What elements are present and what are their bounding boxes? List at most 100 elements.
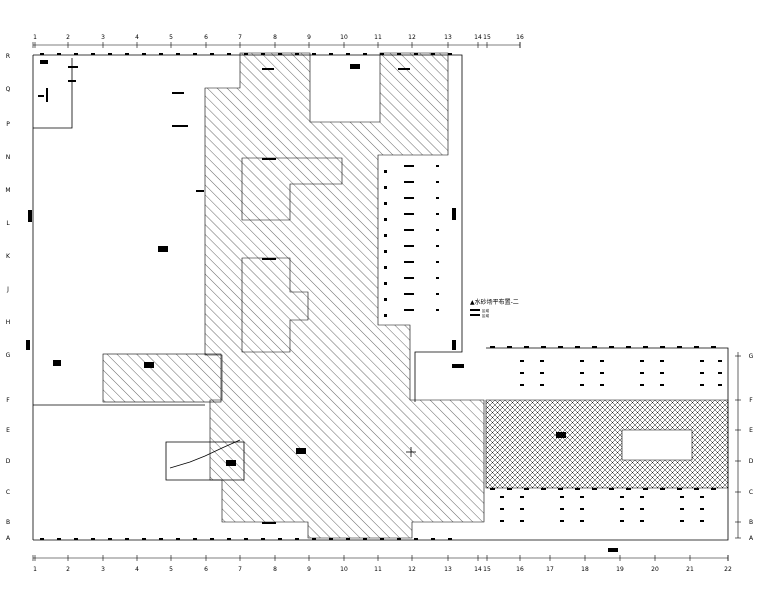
- column-marker: [541, 488, 546, 490]
- grid-column-label: 15: [483, 34, 491, 41]
- column-marker: [580, 384, 584, 386]
- legend: ▲水砂场平布置-二 区域 区域: [470, 298, 519, 318]
- column-mark: [295, 53, 299, 55]
- column-marker: [700, 360, 704, 362]
- column-mark: [384, 234, 387, 237]
- grid-column-label: 1: [33, 34, 37, 41]
- column-mark: [244, 538, 248, 540]
- grid-column-label: 2: [66, 34, 70, 41]
- column-mark: [404, 277, 414, 279]
- column-mark: [431, 538, 435, 540]
- grid-row-label: J: [6, 286, 9, 293]
- grid-column-label: 17: [546, 566, 554, 573]
- grid-column-label: 3: [101, 566, 105, 573]
- column-marker: [609, 488, 614, 490]
- hatched-strip-left: [102, 353, 222, 403]
- column-mark: [414, 53, 418, 55]
- column-mark: [384, 170, 387, 173]
- column-marker: [540, 384, 544, 386]
- column-mark: [436, 261, 439, 263]
- column-marker: [640, 496, 644, 498]
- column-marker: [575, 488, 580, 490]
- column-marker: [524, 488, 529, 490]
- grid-row-label: A: [6, 535, 11, 542]
- annotation-marks: [26, 60, 618, 552]
- column-marker: [680, 496, 684, 498]
- grid-column-label: 1: [33, 566, 37, 573]
- column-mark: [404, 261, 414, 263]
- column-mark: [278, 538, 282, 540]
- column-marker: [694, 346, 699, 348]
- column-mark: [142, 538, 146, 540]
- grid-column-label: 22: [724, 566, 732, 573]
- column-mark: [404, 181, 414, 183]
- grid-row-label: P: [6, 121, 10, 128]
- grid-column-label: 7: [238, 34, 242, 41]
- grid-column-label: 6: [204, 566, 208, 573]
- column-marker: [500, 508, 504, 510]
- column-marker: [558, 488, 563, 490]
- column-mark: [436, 181, 439, 183]
- column-marker: [640, 520, 644, 522]
- column-mark: [436, 229, 439, 231]
- column-mark: [414, 538, 418, 540]
- grid-column-label: 8: [273, 566, 277, 573]
- column-mark: [384, 282, 387, 285]
- grid-row-label: Q: [6, 86, 11, 93]
- column-mark: [159, 53, 163, 55]
- column-mark: [329, 53, 333, 55]
- column-mark: [404, 197, 414, 199]
- column-mark: [436, 165, 439, 167]
- column-mark: [436, 245, 439, 247]
- column-mark: [159, 538, 163, 540]
- grid-row-label: B: [6, 519, 10, 526]
- column-mark: [227, 538, 231, 540]
- column-marker: [580, 520, 584, 522]
- grid-row-label: B: [749, 519, 753, 526]
- column-marker: [507, 488, 512, 490]
- column-marker: [609, 346, 614, 348]
- column-mark: [436, 213, 439, 215]
- column-mark: [176, 53, 180, 55]
- column-mark: [142, 53, 146, 55]
- column-mark: [91, 53, 95, 55]
- column-mark: [210, 538, 214, 540]
- grid-row-label: D: [6, 458, 11, 465]
- grid-column-label: 21: [686, 566, 694, 573]
- column-marker: [560, 508, 564, 510]
- top-dimension-ticks: [34, 42, 521, 48]
- column-mark: [404, 229, 414, 231]
- ramp-sketch: [169, 439, 241, 469]
- grid-column-label: 12: [408, 566, 416, 573]
- column-marker: [711, 488, 716, 490]
- column-marker: [700, 508, 704, 510]
- grid-column-label: 12: [408, 34, 416, 41]
- column-marker: [640, 360, 644, 362]
- grid-column-label: 16: [516, 34, 524, 41]
- column-marker: [718, 372, 722, 374]
- column-marker: [677, 346, 682, 348]
- column-mark: [384, 250, 387, 253]
- grid-row-label: G: [749, 353, 754, 360]
- grid-row-label: A: [749, 535, 754, 542]
- column-marker: [600, 360, 604, 362]
- column-marker: [520, 360, 524, 362]
- column-mark: [346, 53, 350, 55]
- column-marker: [580, 496, 584, 498]
- column-marker: [640, 384, 644, 386]
- grid-column-label: 8: [273, 34, 277, 41]
- grid-row-label: C: [6, 489, 10, 496]
- column-mark: [431, 53, 435, 55]
- column-marker: [575, 346, 580, 348]
- column-marker: [660, 346, 665, 348]
- column-marker: [626, 346, 631, 348]
- column-mark: [312, 53, 316, 55]
- column-marker: [718, 384, 722, 386]
- column-marker: [660, 384, 664, 386]
- column-mark: [448, 53, 452, 55]
- column-marker: [643, 346, 648, 348]
- column-mark: [125, 538, 129, 540]
